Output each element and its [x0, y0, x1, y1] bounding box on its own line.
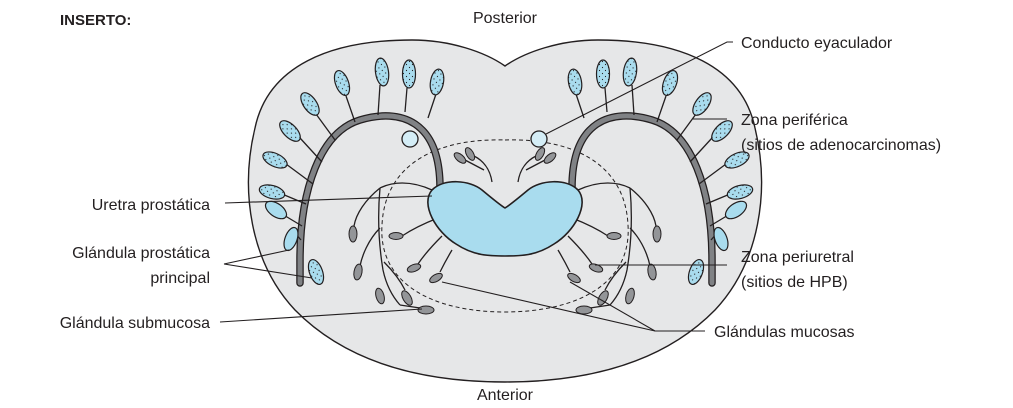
label-mucosal-glands: Glándulas mucosas [714, 324, 855, 341]
label-main-gland: Glándula prostática [72, 245, 210, 262]
ejaculatory-duct-left [402, 131, 418, 147]
label-ejaculatory-duct: Conducto eyaculador [741, 35, 893, 52]
label-periurethral-zone: Zona periuretral [741, 249, 854, 266]
label-main-gland-line2: principal [150, 270, 210, 287]
inset-header: INSERTO: [60, 12, 131, 29]
label-periurethral-zone-note: (sitios de HPB) [741, 274, 848, 291]
orientation-anterior: Anterior [477, 387, 534, 404]
label-peripheral-zone: Zona periférica [741, 112, 848, 129]
orientation-posterior: Posterior [473, 10, 538, 27]
ejaculatory-duct-right [531, 131, 547, 147]
label-peripheral-zone-note: (sitios de adenocarcinomas) [741, 137, 941, 154]
label-submucosal-gland: Glándula submucosa [60, 315, 210, 332]
label-prostatic-urethra: Uretra prostática [92, 197, 210, 214]
